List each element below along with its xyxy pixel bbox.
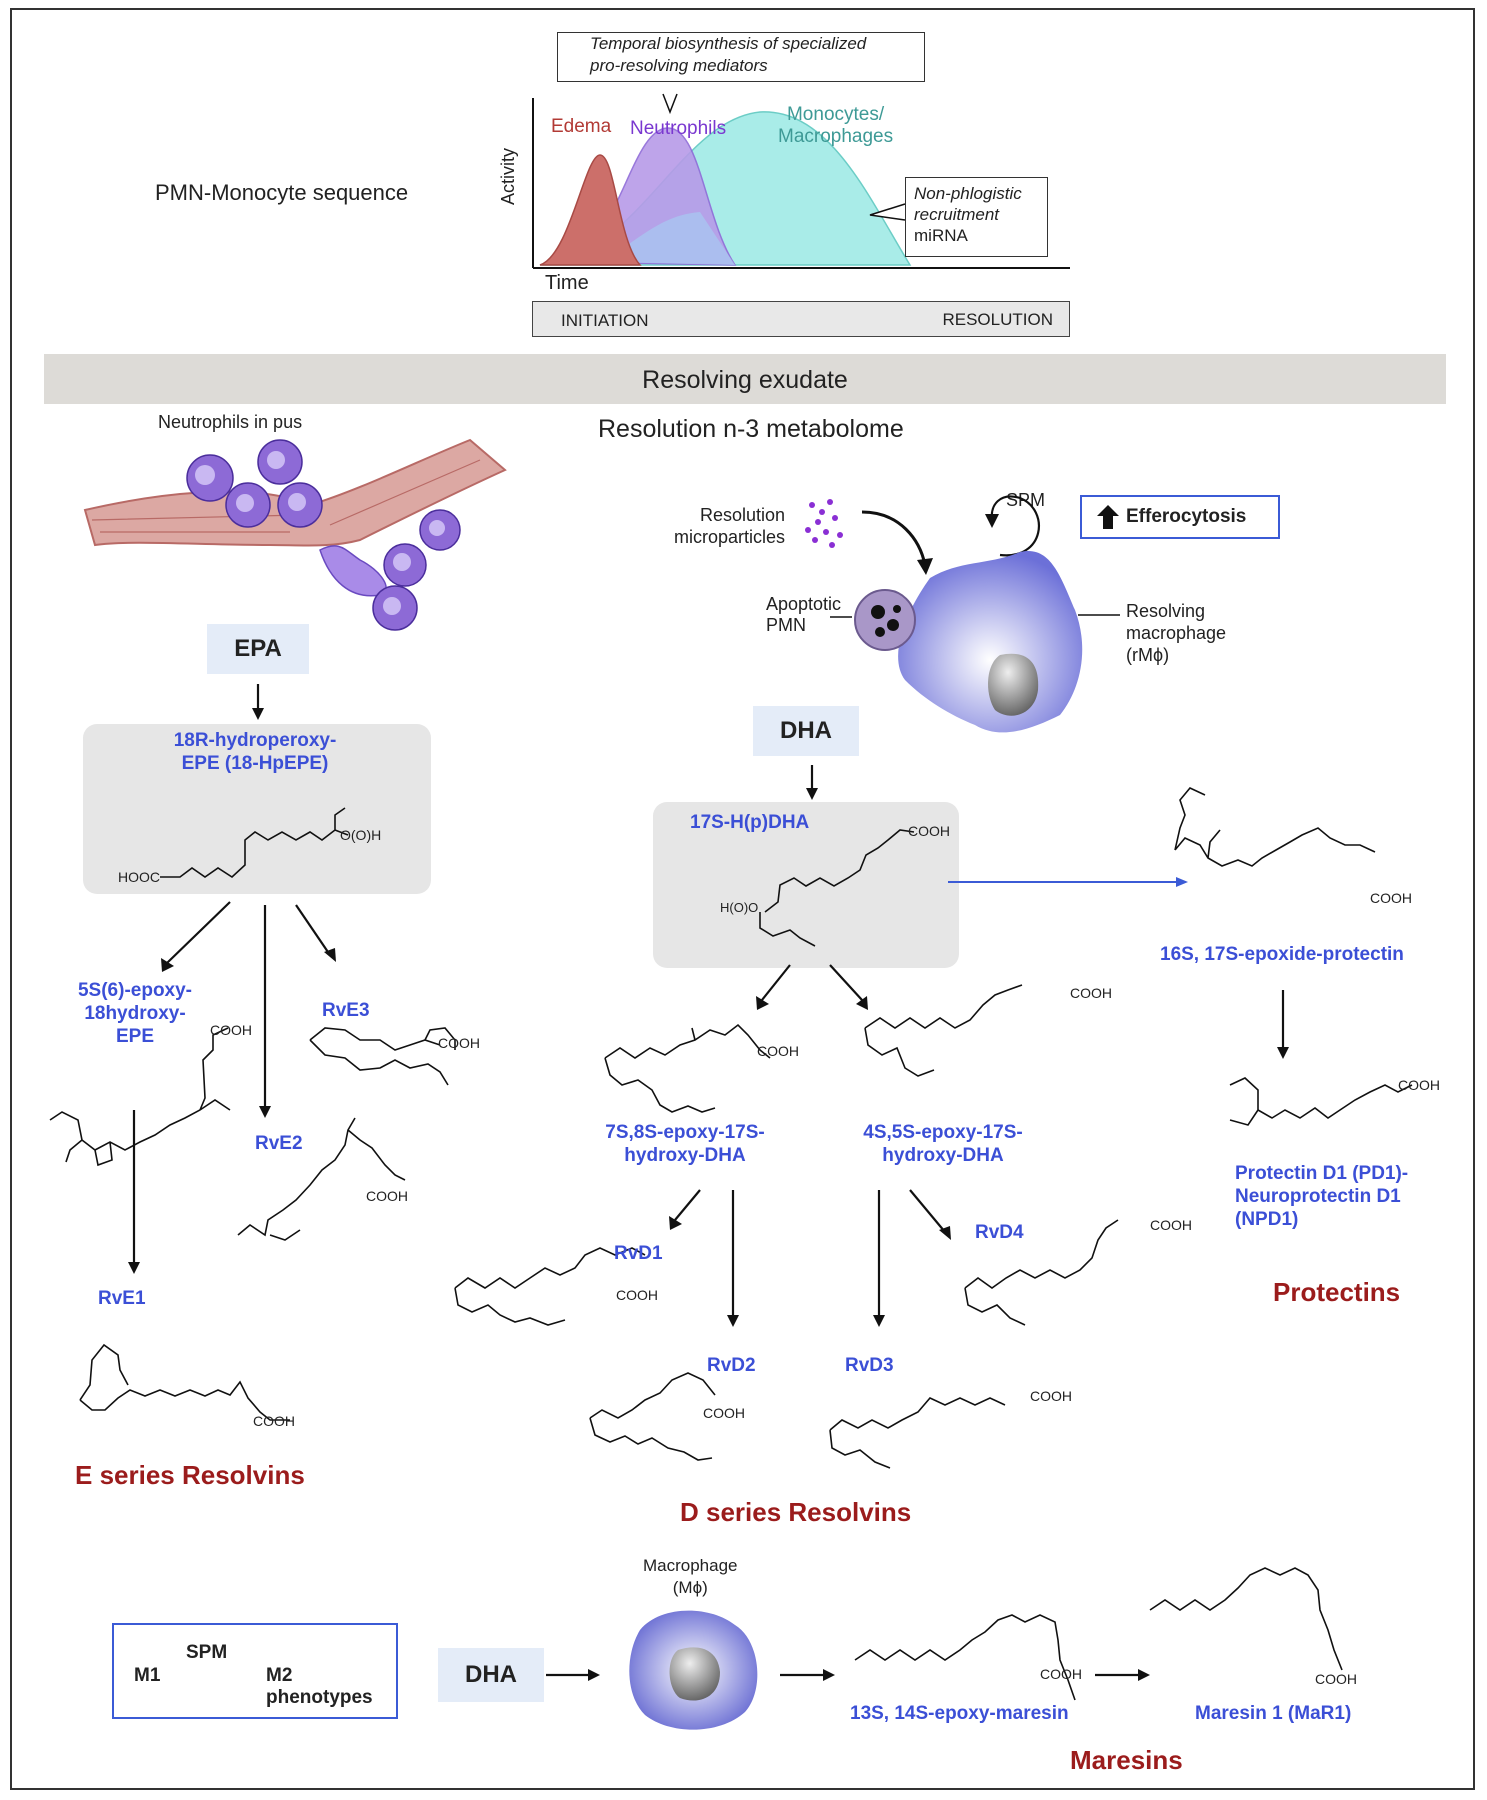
pd1-label: Protectin D1 (PD1)-Neuroprotectin D1(NPD… bbox=[1235, 1163, 1409, 1230]
rvd1-label: RvD1 bbox=[614, 1243, 663, 1264]
cooh-4s5s: COOH bbox=[1070, 985, 1112, 1001]
ooh-label: O(O)H bbox=[340, 827, 382, 843]
cooh-rve3: COOH bbox=[438, 1035, 480, 1051]
cooh-epoxy-epe: COOH bbox=[210, 1022, 252, 1038]
epoxy4-label: 4S,5S-epoxy-17S-hydroxy-DHA bbox=[863, 1122, 1023, 1166]
cooh-epoxy-maresin: COOH bbox=[1040, 1666, 1082, 1682]
cooh-rvd4: COOH bbox=[1150, 1217, 1192, 1233]
neutrophils-in-pus-label: Neutrophils in pus bbox=[158, 412, 303, 432]
cooh-rve2: COOH bbox=[366, 1188, 408, 1204]
label-neutrophils: Neutrophils bbox=[630, 118, 727, 139]
maresin1-label: Maresin 1 (MaR1) bbox=[1195, 1703, 1352, 1724]
apoptotic-pmn-label: Apoptotic PMN bbox=[766, 594, 842, 635]
exudate-band: Resolving exudate bbox=[44, 354, 1446, 404]
metabolome-title: Resolution n-3 metabolome bbox=[598, 415, 904, 443]
hooc-label: HOOC bbox=[118, 869, 160, 885]
band-title: Resolving exudate bbox=[642, 366, 848, 394]
m1-m2-box: M1 SPM M2 phenotypes bbox=[112, 1623, 398, 1719]
sequence-label: PMN-Monocyte sequence bbox=[155, 180, 409, 205]
epoxy-epe-label: 5S(6)-epoxy-18hydroxy-EPE bbox=[77, 980, 193, 1047]
phase-resolution: RESOLUTION bbox=[942, 310, 1053, 329]
phase-bar: INITIATION RESOLUTION bbox=[532, 301, 1070, 337]
temporal-callout: Temporal biosynthesis of specialized pro… bbox=[557, 32, 925, 82]
d-series-label: D series Resolvins bbox=[680, 1497, 912, 1527]
epoxy7-label: 7S,8S-epoxy-17S-hydroxy-DHA bbox=[605, 1122, 765, 1166]
maresins-label: Maresins bbox=[1070, 1745, 1183, 1775]
hooh-hpdha: H(O)O bbox=[720, 900, 759, 915]
cooh-rvd3: COOH bbox=[1030, 1388, 1072, 1404]
epoxy-maresin-label: 13S, 14S-epoxy-maresin bbox=[850, 1703, 1069, 1724]
e-series-label: E series Resolvins bbox=[75, 1460, 305, 1490]
figure-frame bbox=[10, 8, 1475, 1790]
cooh-rvd2: COOH bbox=[703, 1405, 745, 1421]
cooh-rve1: COOH bbox=[253, 1413, 295, 1429]
cooh-maresin1: COOH bbox=[1315, 1671, 1357, 1687]
cooh-pd1: COOH bbox=[1398, 1077, 1440, 1093]
phase-initiation: INITIATION bbox=[561, 311, 649, 330]
macrophage-label: Macrophage(Mϕ) bbox=[643, 1556, 738, 1597]
efferocytosis-box: Efferocytosis bbox=[1080, 495, 1280, 539]
curve-edema bbox=[539, 154, 642, 266]
rve1-label: RvE1 bbox=[98, 1288, 146, 1309]
microparticles-label: Resolution microparticles bbox=[674, 505, 786, 547]
rvd2-label: RvD2 bbox=[707, 1355, 756, 1376]
rvd3-label: RvD3 bbox=[845, 1355, 894, 1376]
dha-box: DHA bbox=[753, 706, 859, 756]
rve2-label: RvE2 bbox=[255, 1133, 303, 1154]
rve3-label: RvE3 bbox=[322, 1000, 370, 1021]
cooh-7s8s: COOH bbox=[757, 1043, 799, 1059]
label-edema: Edema bbox=[551, 116, 612, 137]
hpdha-label: 17S-H(p)DHA bbox=[690, 812, 810, 833]
hpepe-box bbox=[83, 724, 431, 894]
hpepe-label: 18R-hydroperoxy-EPE (18-HpEPE) bbox=[173, 730, 337, 774]
rvd4-label: RvD4 bbox=[975, 1222, 1024, 1243]
protectin-epoxide-label: 16S, 17S-epoxide-protectin bbox=[1160, 944, 1404, 965]
x-axis-label: Time bbox=[545, 272, 589, 294]
cooh-protectin-epoxide: COOH bbox=[1370, 890, 1412, 906]
nonphlogistic-callout: Non-phlogistic recruitment miRNA bbox=[905, 177, 1048, 257]
cooh-rvd1: COOH bbox=[616, 1287, 658, 1303]
cooh-hpdha: COOH bbox=[908, 823, 950, 839]
epa-box: EPA bbox=[207, 624, 309, 674]
protectins-label: Protectins bbox=[1273, 1277, 1401, 1307]
label-monocytes: Monocytes/ Macrophages bbox=[778, 104, 894, 147]
resolving-macrophage-label: Resolving macrophage (rMϕ) bbox=[1126, 601, 1227, 665]
dha-box-bottom: DHA bbox=[438, 1648, 544, 1702]
